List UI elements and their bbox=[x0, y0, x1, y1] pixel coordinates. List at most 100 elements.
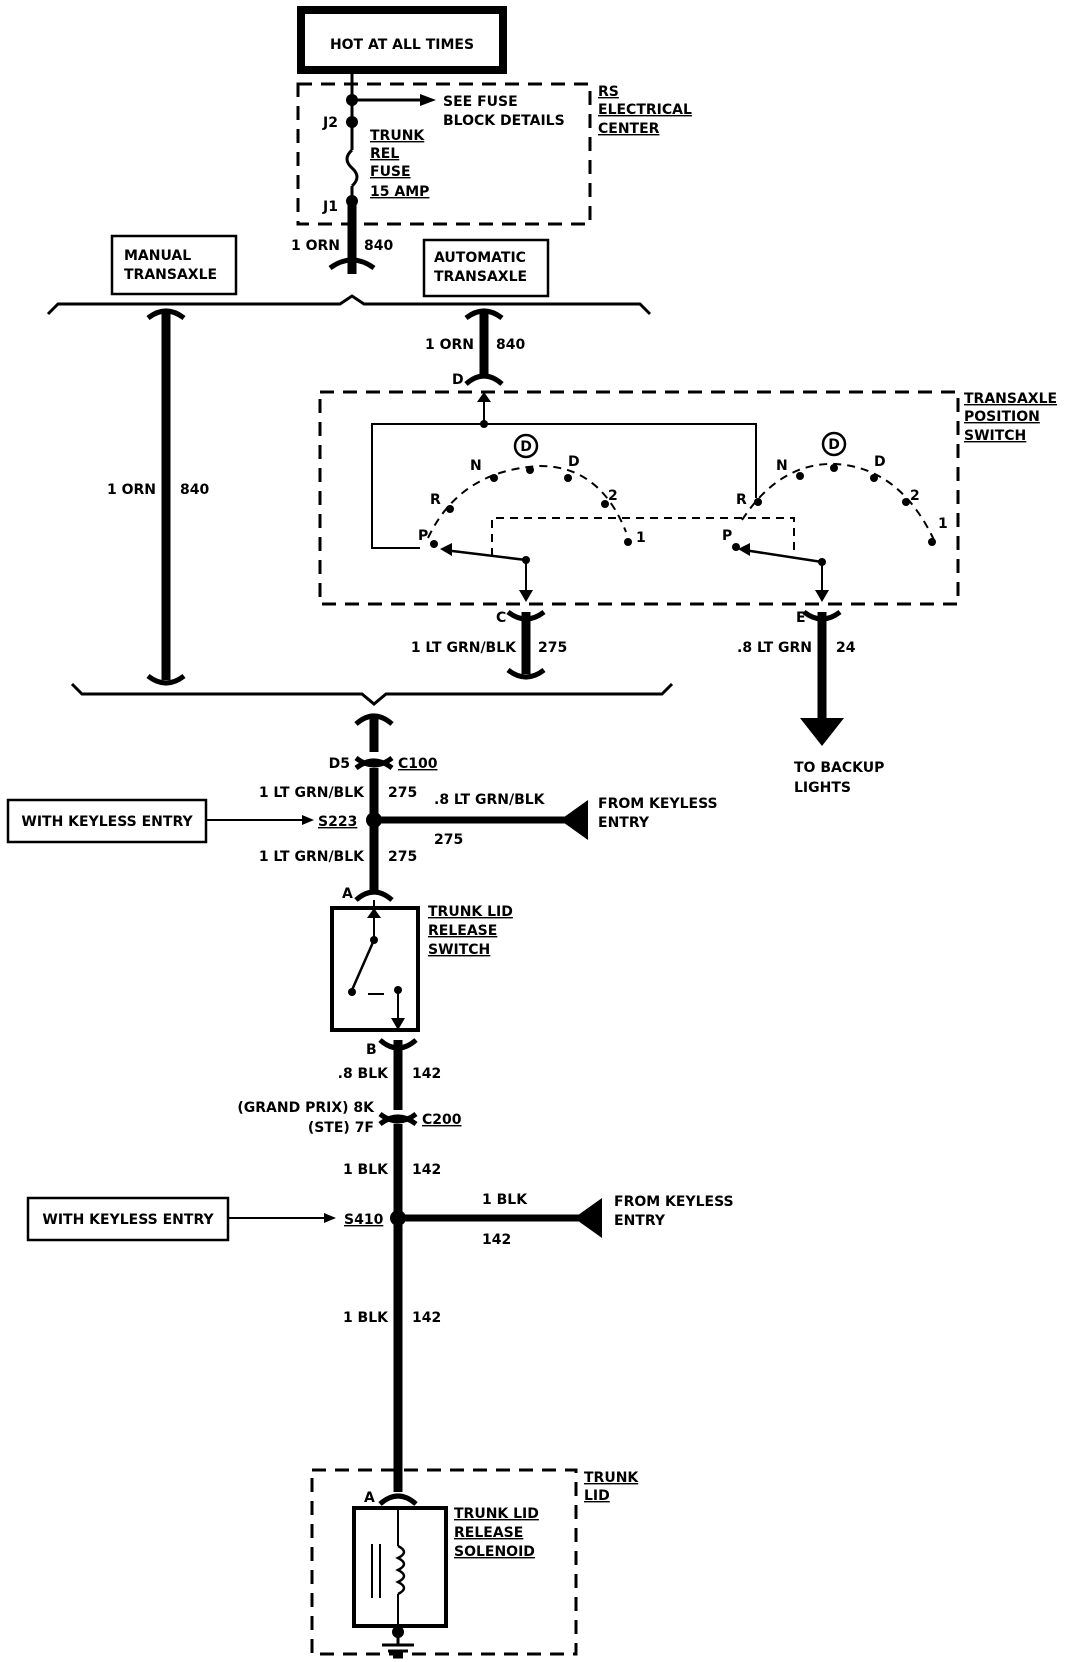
pin-c-label: C bbox=[496, 610, 506, 626]
tps-right-positions bbox=[732, 464, 936, 551]
tps-name-3: SWITCH bbox=[964, 428, 1026, 444]
wire-24-gauge: .8 LT GRN bbox=[737, 640, 812, 656]
fuse-name-4: 15 AMP bbox=[370, 184, 429, 200]
right-label-r: R bbox=[736, 492, 747, 508]
tps-mech-link bbox=[491, 517, 795, 556]
auto-label-2: TRANSAXLE bbox=[434, 269, 527, 285]
wire-275-main-break bbox=[354, 713, 394, 726]
see-fuse-arrowhead bbox=[420, 94, 436, 106]
switch-out-head bbox=[391, 1018, 405, 1030]
tps-bus-right bbox=[484, 423, 757, 498]
solenoid-box bbox=[352, 1506, 448, 1628]
c100-name: C100 bbox=[398, 756, 438, 772]
left-pos-1 bbox=[624, 538, 632, 546]
manual-label-1: MANUAL bbox=[124, 248, 191, 264]
right-label-n: N bbox=[776, 458, 788, 474]
wire-275-c-circuit: 275 bbox=[538, 640, 567, 656]
pin-e-label: E bbox=[796, 610, 806, 626]
wire-275-c-gauge: 1 LT GRN/BLK bbox=[411, 640, 517, 656]
wire-275-b-gauge: 1 LT GRN/BLK bbox=[259, 849, 365, 865]
see-fuse-2: BLOCK DETAILS bbox=[443, 113, 565, 129]
tps-left-arm bbox=[443, 548, 527, 562]
fuse-block-name-3: CENTER bbox=[598, 121, 660, 137]
wire-275-b-circuit: 275 bbox=[388, 849, 417, 865]
tps-right-out-head bbox=[815, 590, 829, 602]
tps-right-arc bbox=[741, 462, 935, 541]
wire-840-manual-break-bottom bbox=[146, 673, 186, 686]
left-drive-circle-label: D bbox=[520, 439, 532, 455]
fuse-block-name-2: ELECTRICAL bbox=[598, 102, 692, 118]
switch-name-2: RELEASE bbox=[428, 923, 497, 939]
fuse-name-2: REL bbox=[370, 146, 399, 162]
tps-left-arc bbox=[427, 464, 627, 539]
left-pos-r bbox=[446, 505, 454, 513]
switch-name-1: TRUNK LID bbox=[428, 904, 513, 920]
solenoid-pin-a-connector bbox=[378, 1493, 418, 1506]
tps-left-positions bbox=[430, 466, 632, 548]
right-label-2: 2 bbox=[910, 488, 920, 504]
trunk-lid-name-1: TRUNK bbox=[584, 1470, 639, 1486]
transaxle-switch-outline bbox=[318, 390, 960, 606]
right-pos-2 bbox=[902, 498, 910, 506]
j2-label: J2 bbox=[322, 115, 338, 131]
j1-label: J1 bbox=[322, 199, 338, 215]
switch-pin-b-label: B bbox=[366, 1042, 377, 1058]
wire-840-manual-break-top bbox=[146, 308, 186, 321]
switch-pin-a-connector bbox=[354, 889, 394, 902]
left-label-p: P bbox=[418, 528, 428, 544]
c100-connector bbox=[354, 755, 394, 771]
wire-840-top-gauge: 1 ORN bbox=[291, 238, 340, 254]
fuse-name-1: TRUNK bbox=[370, 128, 425, 144]
left-label-1: 1 bbox=[636, 530, 646, 546]
power-box bbox=[297, 6, 507, 74]
s410-label: S410 bbox=[344, 1212, 384, 1228]
left-label-d: D bbox=[568, 454, 580, 470]
fuse-symbol bbox=[345, 148, 359, 188]
pin-d-label: D bbox=[452, 372, 464, 388]
manual-transaxle-box bbox=[110, 234, 238, 296]
left-label-2: 2 bbox=[608, 488, 618, 504]
from-keyless-1-line2: ENTRY bbox=[598, 815, 650, 831]
wire-275-c-break bbox=[506, 667, 546, 680]
wire-840-top-break bbox=[328, 257, 376, 271]
backup-arrowhead bbox=[800, 718, 844, 746]
right-drive-circle-label: D bbox=[828, 437, 840, 453]
from-keyless-2-line2: ENTRY bbox=[614, 1213, 666, 1229]
tps-name-2: POSITION bbox=[964, 409, 1040, 425]
from-keyless-1-line1: FROM KEYLESS bbox=[598, 796, 718, 812]
fuse-block-name-1: RS bbox=[598, 84, 619, 100]
wire-24-circuit: 24 bbox=[836, 640, 856, 656]
wire-840-auto-gauge: 1 ORN bbox=[425, 337, 474, 353]
j2-terminal bbox=[346, 116, 358, 128]
pin-d-connector bbox=[464, 373, 504, 386]
with-keyless-label-1: WITH KEYLESS ENTRY bbox=[21, 814, 193, 830]
wire-840-auto-break-top bbox=[464, 308, 504, 321]
switch-in-head bbox=[367, 908, 381, 918]
option-bracket-bottom bbox=[70, 682, 674, 706]
c200-name: C200 bbox=[422, 1112, 462, 1128]
solenoid-coil bbox=[395, 1544, 406, 1596]
wire-142-b-circuit: 142 bbox=[412, 1162, 441, 1178]
backup-label-1: TO BACKUP bbox=[794, 760, 884, 776]
keyless-2-arrowhead bbox=[574, 1198, 602, 1238]
option-bracket-top bbox=[46, 294, 652, 316]
tps-name-1: TRANSAXLE bbox=[964, 391, 1057, 407]
switch-blade-pivot bbox=[348, 988, 356, 996]
from-keyless-2-line1: FROM KEYLESS bbox=[614, 1194, 734, 1210]
tps-right-arm-head bbox=[738, 543, 750, 556]
auto-label-1: AUTOMATIC bbox=[434, 250, 526, 266]
solenoid-name-3: SOLENOID bbox=[454, 1544, 535, 1560]
switch-blade bbox=[350, 939, 376, 991]
tps-left-out-head bbox=[519, 590, 533, 602]
c200-pin-gp: (GRAND PRIX) 8K bbox=[237, 1100, 375, 1116]
solenoid-name-1: TRUNK LID bbox=[454, 1506, 539, 1522]
wire-275-keyless-gauge: .8 LT GRN/BLK bbox=[434, 792, 546, 808]
j1-terminal bbox=[346, 195, 358, 207]
wire-142-keyless-circuit: 142 bbox=[482, 1232, 511, 1248]
wire-275-a-circuit: 275 bbox=[388, 785, 417, 801]
left-pos-d-circle bbox=[526, 466, 534, 474]
right-pos-1 bbox=[928, 538, 936, 546]
left-label-r: R bbox=[430, 492, 441, 508]
left-pos-2 bbox=[601, 500, 609, 508]
